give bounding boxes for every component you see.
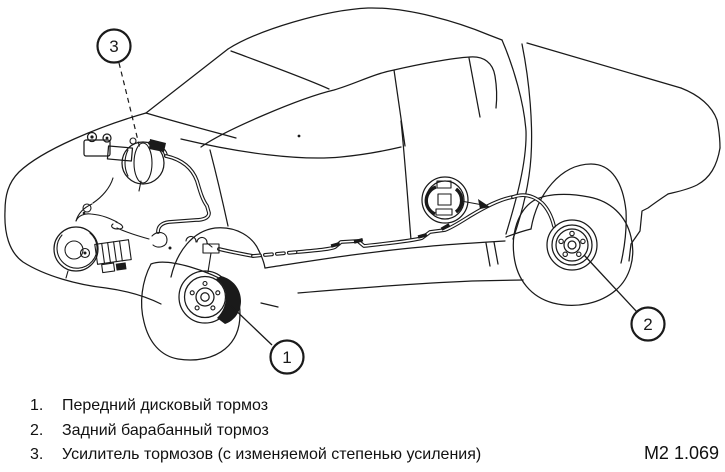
callout-3-leader: [118, 62, 141, 150]
legend-item-label: Задний барабанный тормоз: [62, 421, 269, 439]
legend-item-front-disc-brake: 1. Передний дисковый тормоз: [30, 394, 481, 419]
brake-lines: [111, 141, 556, 258]
callout-2: 2: [583, 254, 666, 342]
callout-1-number: 1: [282, 348, 291, 367]
brake-booster-assembly: [75, 131, 166, 222]
legend-item-brake-booster: 3. Усилитель тормозов (с изменяемой степе…: [30, 443, 481, 468]
callout-2-leader: [583, 254, 638, 313]
front-disc-brake: [178, 252, 241, 324]
callout-2-number: 2: [643, 315, 652, 334]
legend-item-number: 2.: [30, 421, 44, 439]
legend-item-number: 1.: [30, 397, 44, 414]
legend-item-label: Передний дисковый тормоз: [62, 397, 269, 414]
callout-2-circle: [630, 306, 666, 342]
callout-1-leader: [227, 302, 273, 346]
abs-unit: [53, 213, 132, 279]
figure-code: М2 1.069: [643, 443, 719, 463]
legend-item-label: Усилитель тормозов (с изменяемой степень…: [62, 446, 482, 464]
rear-drum-brake-far: [421, 176, 490, 224]
callout-3: 3: [96, 28, 141, 150]
pipe-arrow: [478, 199, 490, 209]
legend-item-number: 3.: [30, 446, 44, 464]
legend: 1. Передний дисковый тормоз 2. Задний бара…: [30, 394, 481, 468]
callout-1: 1: [227, 302, 305, 375]
callout-3-circle: [96, 28, 132, 64]
legend-item-rear-drum-brake: 2. Задний барабанный тормоз: [30, 419, 481, 444]
callout-1-circle: [269, 339, 305, 375]
rear-drum-brake: [546, 219, 598, 271]
callout-3-number: 3: [109, 37, 118, 56]
